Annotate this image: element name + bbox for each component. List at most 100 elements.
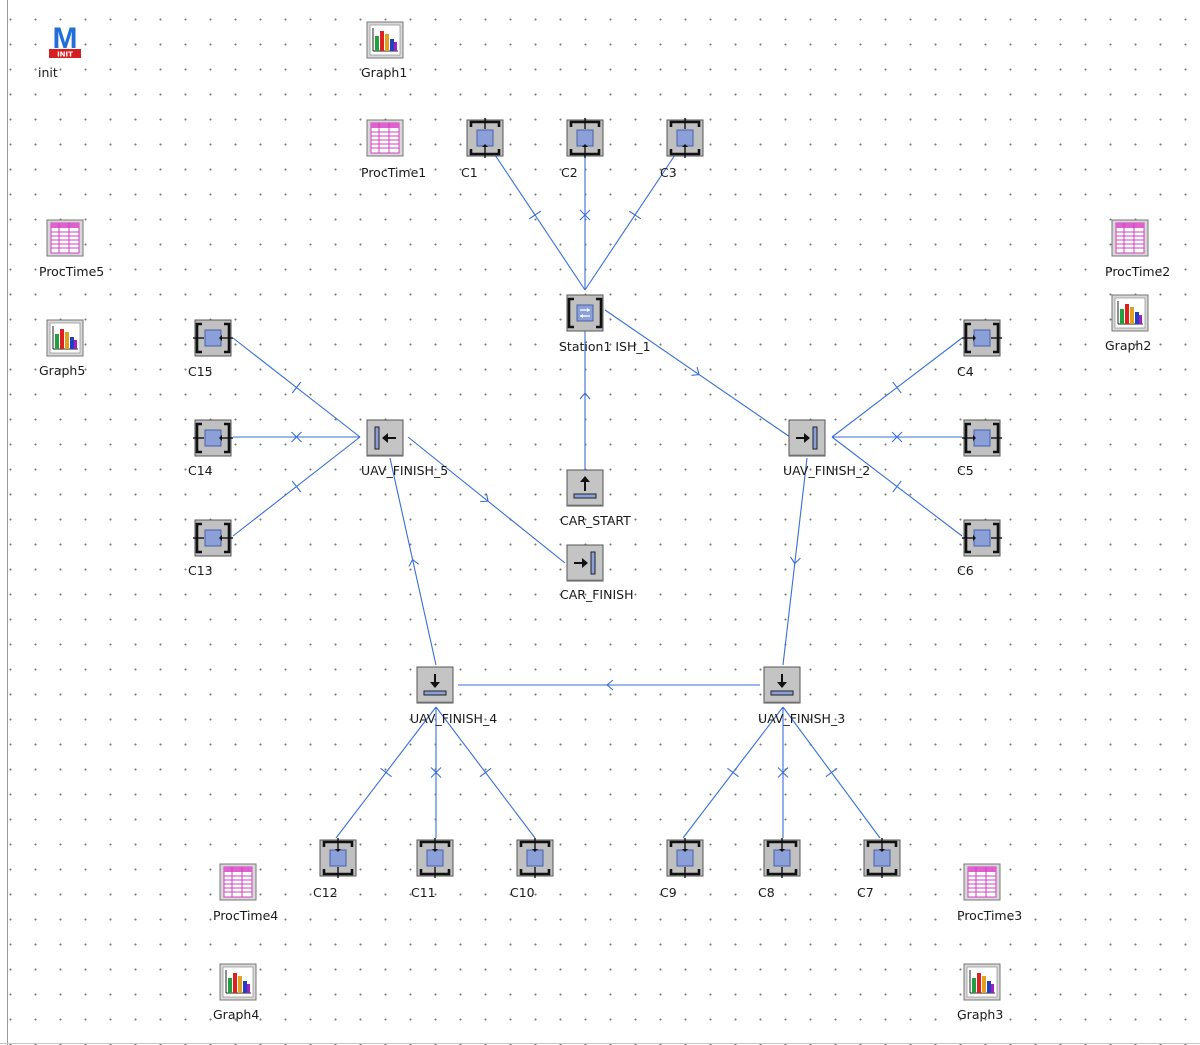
bar-chart-icon — [365, 20, 405, 60]
object-label-uav4: UAV_FINISH_4 — [410, 711, 498, 726]
connector-uav4-c12[interactable] — [335, 706, 437, 839]
connector-uav4-uav5[interactable] — [389, 457, 437, 666]
object-proctime1[interactable] — [365, 118, 405, 158]
connector-uav2-c5[interactable] — [832, 431, 962, 443]
drain-down-icon — [415, 665, 455, 705]
connector-station1-c2[interactable] — [579, 140, 591, 290]
connector-cross-marker — [891, 431, 903, 443]
object-graph2[interactable] — [1110, 293, 1150, 333]
object-proctime2[interactable] — [1110, 218, 1150, 258]
object-label-graph4: Graph4 — [213, 1007, 260, 1022]
parallel-station-icon — [565, 293, 605, 333]
connector-tick-marker — [380, 767, 392, 778]
object-label-c3: C3 — [660, 165, 677, 180]
bar-chart-icon — [218, 962, 258, 1002]
object-c13[interactable] — [193, 518, 233, 558]
connector-carstart-station1[interactable] — [579, 320, 591, 470]
station-down-icon — [665, 838, 705, 878]
table-icon — [1110, 218, 1150, 258]
connector-arrow-marker — [790, 556, 801, 565]
object-proctime3[interactable] — [962, 862, 1002, 902]
object-c15[interactable] — [193, 318, 233, 358]
connector-uav2-uav3[interactable] — [782, 457, 808, 666]
object-c8[interactable] — [762, 838, 802, 878]
connector-uav3-c7[interactable] — [782, 706, 881, 839]
object-label-graph5: Graph5 — [39, 363, 86, 378]
connector-uav3-c9[interactable] — [682, 706, 784, 839]
object-label-c1: C1 — [461, 165, 478, 180]
object-uav3[interactable] — [762, 665, 802, 705]
connector-station1-c1[interactable] — [484, 139, 586, 291]
station-down-icon — [415, 838, 455, 878]
object-c6[interactable] — [962, 518, 1002, 558]
object-c12[interactable] — [318, 838, 358, 878]
object-label-c8: C8 — [758, 885, 775, 900]
station-up-icon — [465, 118, 505, 158]
object-c5[interactable] — [962, 418, 1002, 458]
connector-tick-marker — [727, 767, 739, 778]
station-up-icon — [665, 118, 705, 158]
object-label-c7: C7 — [857, 885, 874, 900]
connector-uav5-c15[interactable] — [232, 337, 361, 438]
connector-uav4-c11[interactable] — [430, 707, 442, 838]
drain-right-icon — [565, 543, 605, 583]
object-c3[interactable] — [665, 118, 705, 158]
drain-right-icon — [787, 418, 827, 458]
object-graph4[interactable] — [218, 962, 258, 1002]
object-uav4[interactable] — [415, 665, 455, 705]
connector-uav2-c6[interactable] — [831, 436, 963, 537]
object-c10[interactable] — [515, 838, 555, 878]
connector-uav4-c10[interactable] — [435, 706, 536, 839]
table-icon — [45, 218, 85, 258]
object-label-c4: C4 — [957, 364, 974, 379]
object-label-c12: C12 — [313, 885, 338, 900]
object-c11[interactable] — [415, 838, 455, 878]
connectors-group — [232, 139, 963, 839]
object-proctime4[interactable] — [218, 862, 258, 902]
object-uav5[interactable] — [365, 418, 405, 458]
station-right-icon — [962, 318, 1002, 358]
canvas-bottom-border — [0, 1043, 1200, 1044]
object-c14[interactable] — [193, 418, 233, 458]
connector-tick-marker — [291, 480, 302, 493]
object-label-proctime5: ProcTime5 — [39, 264, 105, 279]
object-proctime5[interactable] — [45, 218, 85, 258]
connector-uav3-uav4[interactable] — [458, 679, 760, 691]
station-down-icon — [515, 838, 555, 878]
object-carfinish[interactable] — [565, 543, 605, 583]
connector-uav3-c8[interactable] — [777, 707, 789, 838]
station-left-icon — [193, 518, 233, 558]
connector-arrow-marker — [691, 366, 700, 376]
connector-station1-c3[interactable] — [584, 139, 686, 291]
object-graph1[interactable] — [365, 20, 405, 60]
connector-uav5-carfinish[interactable] — [407, 436, 566, 564]
object-uav2[interactable] — [787, 418, 827, 458]
bar-chart-icon — [962, 962, 1002, 1002]
object-station1[interactable] — [565, 293, 605, 333]
connector-cross-marker — [777, 767, 789, 778]
connector-uav5-c14[interactable] — [233, 431, 360, 443]
object-carstart[interactable] — [565, 468, 605, 508]
connector-uav5-c13[interactable] — [232, 436, 361, 537]
connector-tick-marker — [291, 381, 302, 394]
object-graph5[interactable] — [45, 318, 85, 358]
object-label-proctime4: ProcTime4 — [213, 908, 279, 923]
connector-tick-marker — [528, 210, 542, 220]
object-c2[interactable] — [565, 118, 605, 158]
connector-arrow-marker — [579, 392, 591, 400]
table-icon — [365, 118, 405, 158]
object-c7[interactable] — [862, 838, 902, 878]
svg-text:INIT: INIT — [57, 51, 73, 59]
object-label-graph2: Graph2 — [1105, 338, 1152, 353]
object-label-init: init — [38, 65, 58, 80]
object-graph3[interactable] — [962, 962, 1002, 1002]
connector-station1-uav2[interactable] — [604, 309, 791, 438]
table-icon — [218, 862, 258, 902]
connector-uav2-c4[interactable] — [831, 337, 963, 438]
object-c4[interactable] — [962, 318, 1002, 358]
object-c1[interactable] — [465, 118, 505, 158]
object-c9[interactable] — [665, 838, 705, 878]
connector-cross-marker — [430, 767, 442, 778]
